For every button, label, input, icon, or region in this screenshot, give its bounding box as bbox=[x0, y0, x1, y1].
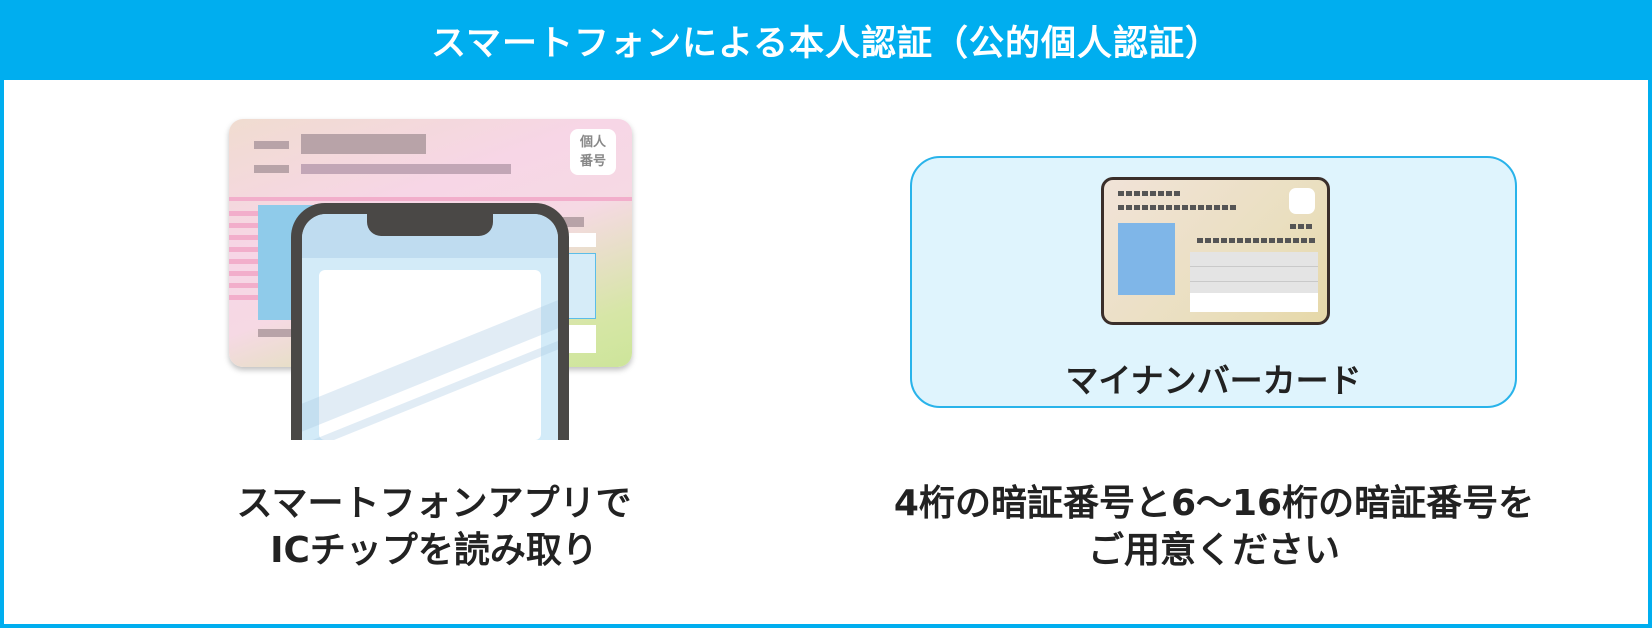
page-title: スマートフォンによる本人認証（公的個人認証） bbox=[0, 0, 1652, 80]
card-label: マイナンバーカード bbox=[1065, 361, 1362, 400]
right-caption: 4桁の暗証番号と6〜16桁の暗証番号をご用意ください bbox=[893, 483, 1535, 571]
smartphone-illustration bbox=[291, 203, 569, 440]
portrait-photo bbox=[1118, 223, 1175, 295]
mynumber-card-icon bbox=[1101, 177, 1330, 325]
card-badge: 個人番号 bbox=[570, 129, 616, 175]
mynumber-card-box: マイナンバーカード bbox=[910, 156, 1517, 408]
